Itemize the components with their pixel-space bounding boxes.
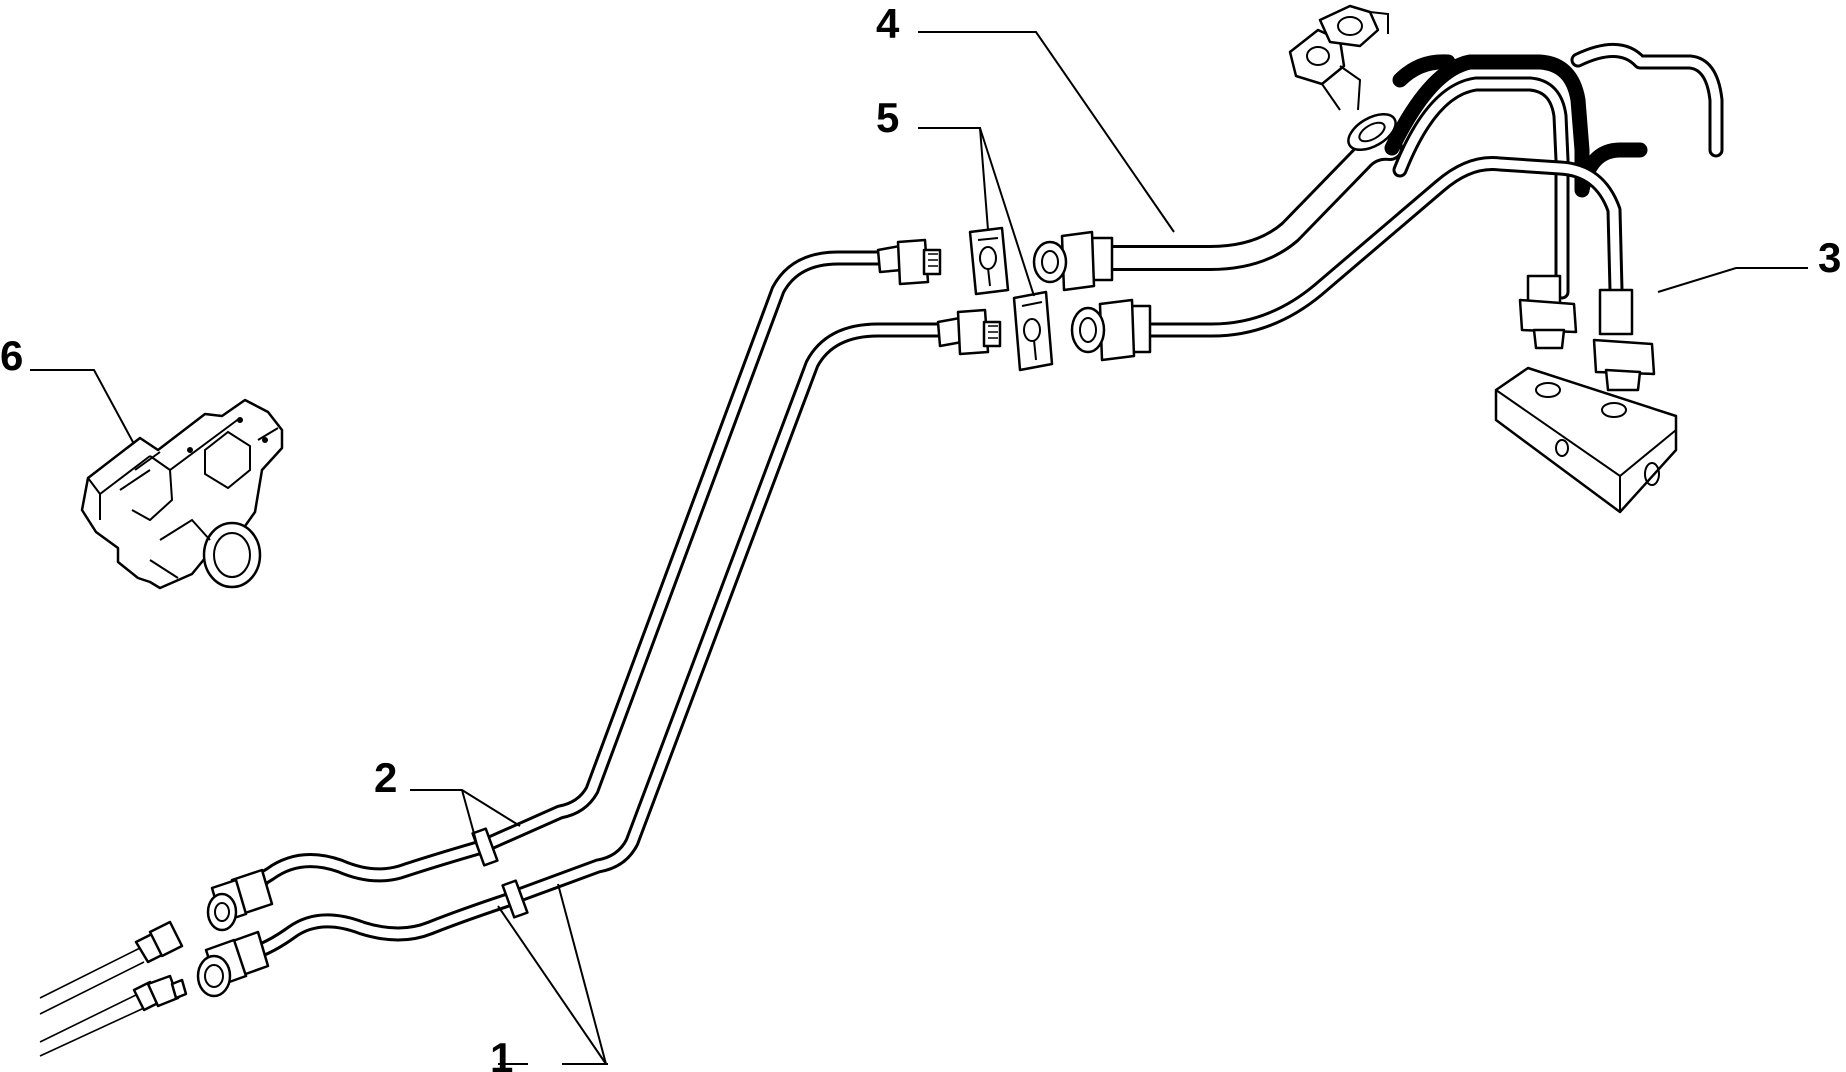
part-5-clip-upper[interactable]: [968, 226, 1010, 296]
pipe-2-left-fitting: [206, 868, 274, 932]
part-1-rigid-pipe[interactable]: [242, 322, 956, 962]
callout-4: 4: [876, 0, 900, 47]
part-5-clip-lower[interactable]: [1012, 290, 1054, 372]
pipe-1-left-fitting: [196, 930, 270, 998]
leader-3: [1657, 267, 1808, 293]
distribution-block: [1494, 366, 1678, 514]
pipe-1-right-fitting: [936, 308, 1002, 356]
leader-5: [918, 127, 1035, 297]
pipe-2-right-fitting: [876, 238, 942, 286]
leader-4: [918, 31, 1175, 233]
callout-3: 3: [1818, 234, 1841, 281]
callout-5: 5: [876, 94, 899, 141]
leader-2: [410, 789, 521, 849]
part-3-pipe-assembly[interactable]: [1070, 4, 1724, 392]
callout-6: 6: [0, 332, 23, 379]
part-2-rigid-pipe[interactable]: [224, 250, 886, 900]
part-6-bracket[interactable]: [80, 398, 284, 590]
connecting-pipes-lower-left: [39, 920, 188, 1057]
callout-2: 2: [374, 754, 397, 801]
leader-6: [30, 369, 135, 445]
callout-1: 1: [490, 1034, 513, 1072]
leader-1: [497, 883, 608, 1065]
part-4-flexible-hose[interactable]: [1032, 134, 1403, 292]
